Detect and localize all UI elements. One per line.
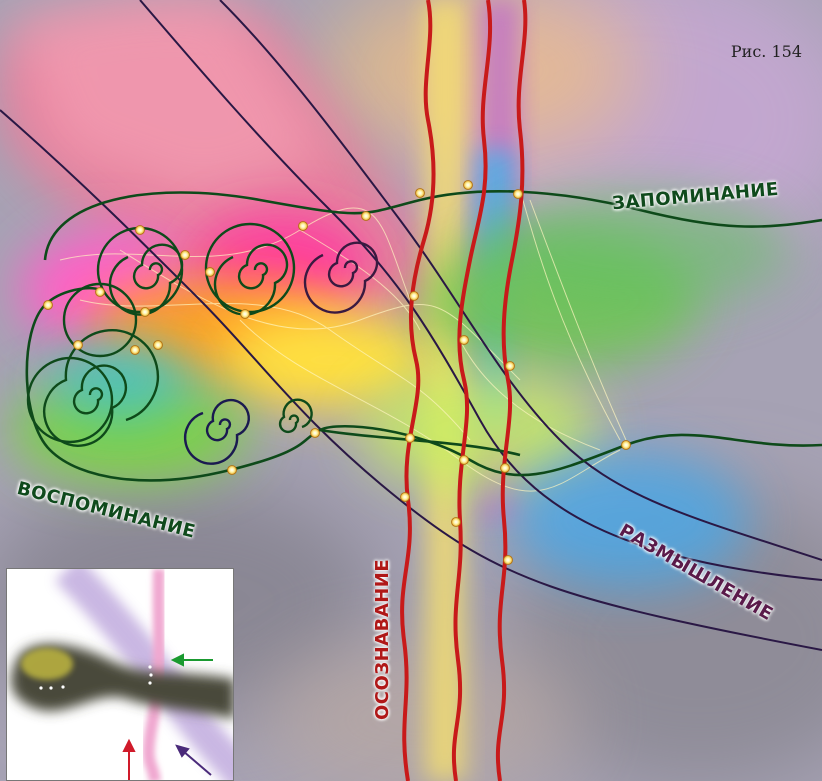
- inset-arrow-green: [173, 655, 213, 665]
- inset-schematic: [6, 568, 234, 781]
- inset-arrow-red: [124, 741, 134, 781]
- figure-number: Рис. 154: [731, 42, 802, 61]
- label-awareness: ОСОЗНАВАНИЕ: [372, 559, 393, 720]
- inset-art: [7, 569, 234, 781]
